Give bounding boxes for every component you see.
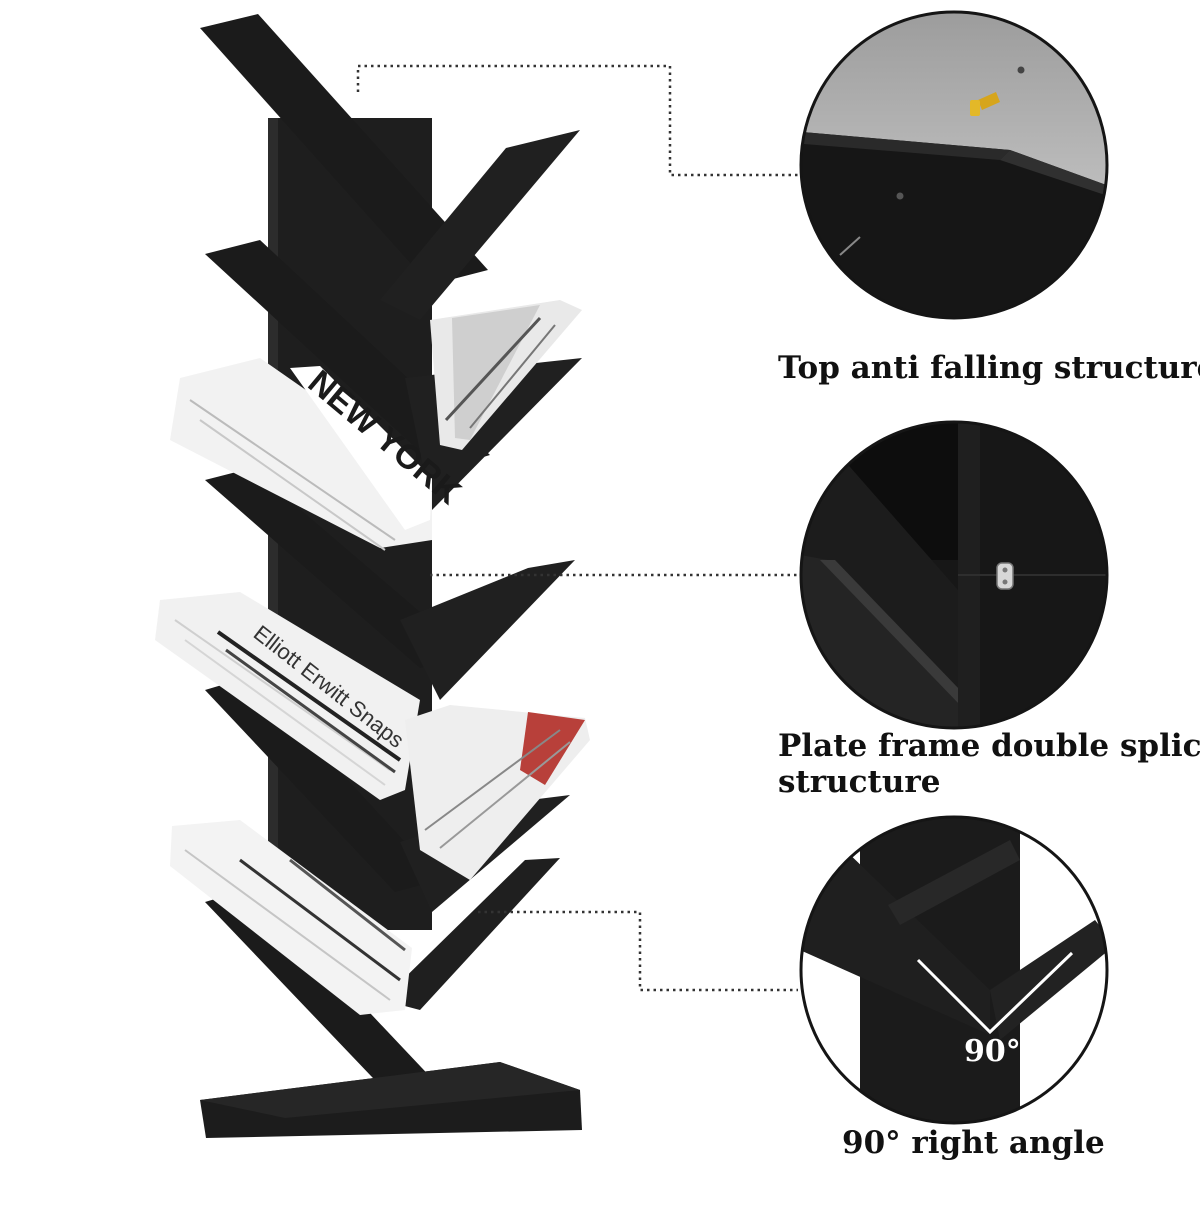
circle-outline [799,420,1109,730]
circle-outline [799,10,1109,320]
detail-circle-right-angle [799,815,1109,1125]
caption-double-splicing: Plate frame double splicing structure [778,728,1200,800]
detail-circle-top-anti-falling [799,10,1109,320]
caption-top-anti-falling: Top anti falling structure [778,350,1200,386]
circle-outline [799,815,1109,1125]
books: NEW YORK Elliott Erwitt Snaps [155,300,590,1015]
tree-bookshelf [200,14,582,1138]
caption-right-angle: 90° right angle [842,1125,1105,1161]
callout-lines [356,64,798,992]
detail-circle-double-splicing [799,420,1109,730]
angle-label: 90° [964,1034,1021,1069]
